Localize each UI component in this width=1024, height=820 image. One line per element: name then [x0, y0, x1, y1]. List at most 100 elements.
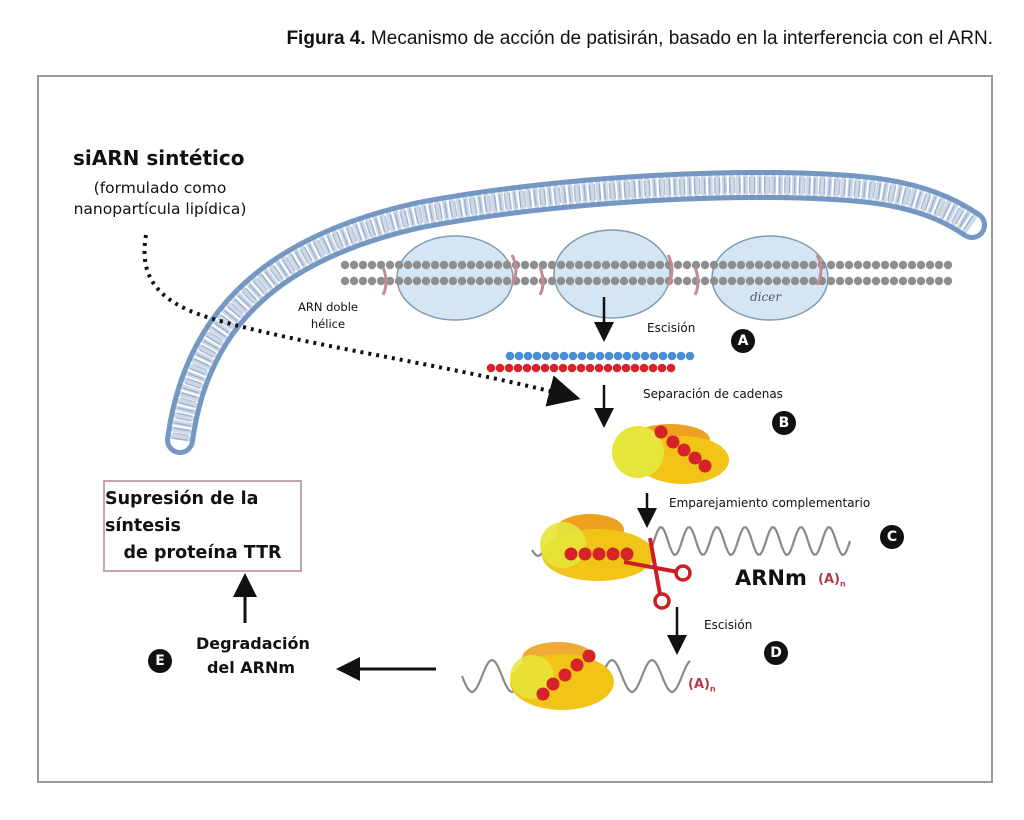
dsrna-nucleotide [349, 276, 359, 286]
double-helix-label: ARN doble hélice [283, 299, 373, 333]
dsrna-nucleotide [529, 260, 539, 270]
sense-strand-nucleotide [676, 351, 686, 361]
dsrna-nucleotide [745, 276, 755, 286]
dsrna-nucleotide [763, 260, 773, 270]
guide-strand-nucleotide [688, 451, 702, 465]
sense-strand-nucleotide [685, 351, 695, 361]
guide-strand-nucleotide [620, 547, 634, 561]
siarn-subtitle: (formulado como nanopartícula lipídica) [60, 178, 260, 220]
dsrna-nucleotide [925, 276, 935, 286]
dsrna-nucleotide [421, 276, 431, 286]
dsrna-nucleotide [457, 276, 467, 286]
dsrna-nucleotide [637, 260, 647, 270]
guide-strand-nucleotide [606, 547, 620, 561]
antisense-strand-nucleotide [549, 363, 559, 373]
dsrna-nucleotide [736, 276, 746, 286]
dsrna-nucleotide [754, 260, 764, 270]
antisense-strand-nucleotide [558, 363, 568, 373]
sense-strand-nucleotide [532, 351, 542, 361]
antisense-strand-nucleotide [657, 363, 667, 373]
sense-strand-nucleotide [586, 351, 596, 361]
antisense-strand-nucleotide [585, 363, 595, 373]
sense-strand-nucleotide [604, 351, 614, 361]
dsrna-nucleotide [394, 276, 404, 286]
sense-strand-nucleotide [523, 351, 533, 361]
dsrna-nucleotide [862, 260, 872, 270]
step-badge-d: D [764, 641, 788, 665]
antisense-strand-nucleotide [513, 363, 523, 373]
step-badge-b: B [772, 411, 796, 435]
guide-strand-nucleotide [592, 547, 606, 561]
double-stranded-rna [340, 260, 953, 286]
dsrna-nucleotide [916, 276, 926, 286]
dsrna-nucleotide [466, 260, 476, 270]
dsrna-nucleotide [340, 276, 350, 286]
guide-strand-nucleotide [578, 547, 592, 561]
dsrna-nucleotide [934, 276, 944, 286]
mrna-degradation-line1: Degradación [196, 634, 310, 653]
dsrna-nucleotide [358, 276, 368, 286]
dsrna-nucleotide [898, 260, 908, 270]
ttr-suppression-line2: de proteína TTR [123, 542, 282, 563]
sense-strand-nucleotide [631, 351, 641, 361]
dsrna-nucleotide [619, 260, 629, 270]
antisense-strand-nucleotide [576, 363, 586, 373]
guide-strand-nucleotide [564, 547, 578, 561]
dsrna-nucleotide [367, 276, 377, 286]
antisense-strand-nucleotide [594, 363, 604, 373]
dsrna-nucleotide [799, 260, 809, 270]
dsrna-nucleotide [835, 260, 845, 270]
dsrna-nucleotide [457, 260, 467, 270]
dsrna-nucleotide [808, 260, 818, 270]
dsrna-nucleotide [790, 276, 800, 286]
dsrna-nucleotide [907, 260, 917, 270]
dsrna-nucleotide [691, 260, 701, 270]
sense-strand-nucleotide [514, 351, 524, 361]
guide-strand-nucleotide [558, 668, 572, 682]
dsrna-nucleotide [655, 276, 665, 286]
dsrna-nucleotide [610, 276, 620, 286]
dsrna-nucleotide [412, 276, 422, 286]
antisense-strand-nucleotide [648, 363, 658, 373]
dsrna-nucleotide [745, 260, 755, 270]
dsrna-nucleotide [682, 260, 692, 270]
antisense-strand-nucleotide [495, 363, 505, 373]
dsrna-nucleotide [655, 260, 665, 270]
dsrna-nucleotide [367, 260, 377, 270]
sense-strand-nucleotide [505, 351, 515, 361]
dsrna-nucleotide [646, 260, 656, 270]
dsrna-nucleotide [484, 260, 494, 270]
dsrna-nucleotide [673, 276, 683, 286]
guide-strand-nucleotide [654, 425, 668, 439]
dsrna-nucleotide [484, 276, 494, 286]
dsrna-nucleotide [763, 276, 773, 286]
sense-strand-nucleotide [658, 351, 668, 361]
dicer-enzyme [553, 229, 671, 319]
double-helix-label-line2: hélice [310, 317, 346, 331]
dsrna-nucleotide [385, 260, 395, 270]
sense-strand-nucleotide [667, 351, 677, 361]
polya-text: (A) [818, 572, 840, 587]
dsrna-nucleotide [646, 276, 656, 286]
dsrna-nucleotide [826, 260, 836, 270]
sense-strand-nucleotide [613, 351, 623, 361]
dsrna-nucleotide [853, 276, 863, 286]
guide-strand-nucleotide [666, 435, 680, 449]
dsrna-nucleotide [781, 260, 791, 270]
dsrna-nucleotide [610, 260, 620, 270]
dsrna-nucleotide [682, 276, 692, 286]
dsrna-nucleotide [844, 260, 854, 270]
dsrna-nucleotide [601, 260, 611, 270]
mrna-label: ARNm [735, 566, 807, 590]
dicer-label: dicer [750, 290, 782, 304]
dsrna-nucleotide [421, 260, 431, 270]
dsrna-nucleotide [754, 276, 764, 286]
dsrna-nucleotide [403, 260, 413, 270]
dsrna-nucleotide [448, 260, 458, 270]
dsrna-nucleotide [628, 260, 638, 270]
dsrna-nucleotide [790, 260, 800, 270]
antisense-strand-nucleotide [666, 363, 676, 373]
polya-subscript: n [709, 684, 716, 694]
dsrna-nucleotide [835, 276, 845, 286]
